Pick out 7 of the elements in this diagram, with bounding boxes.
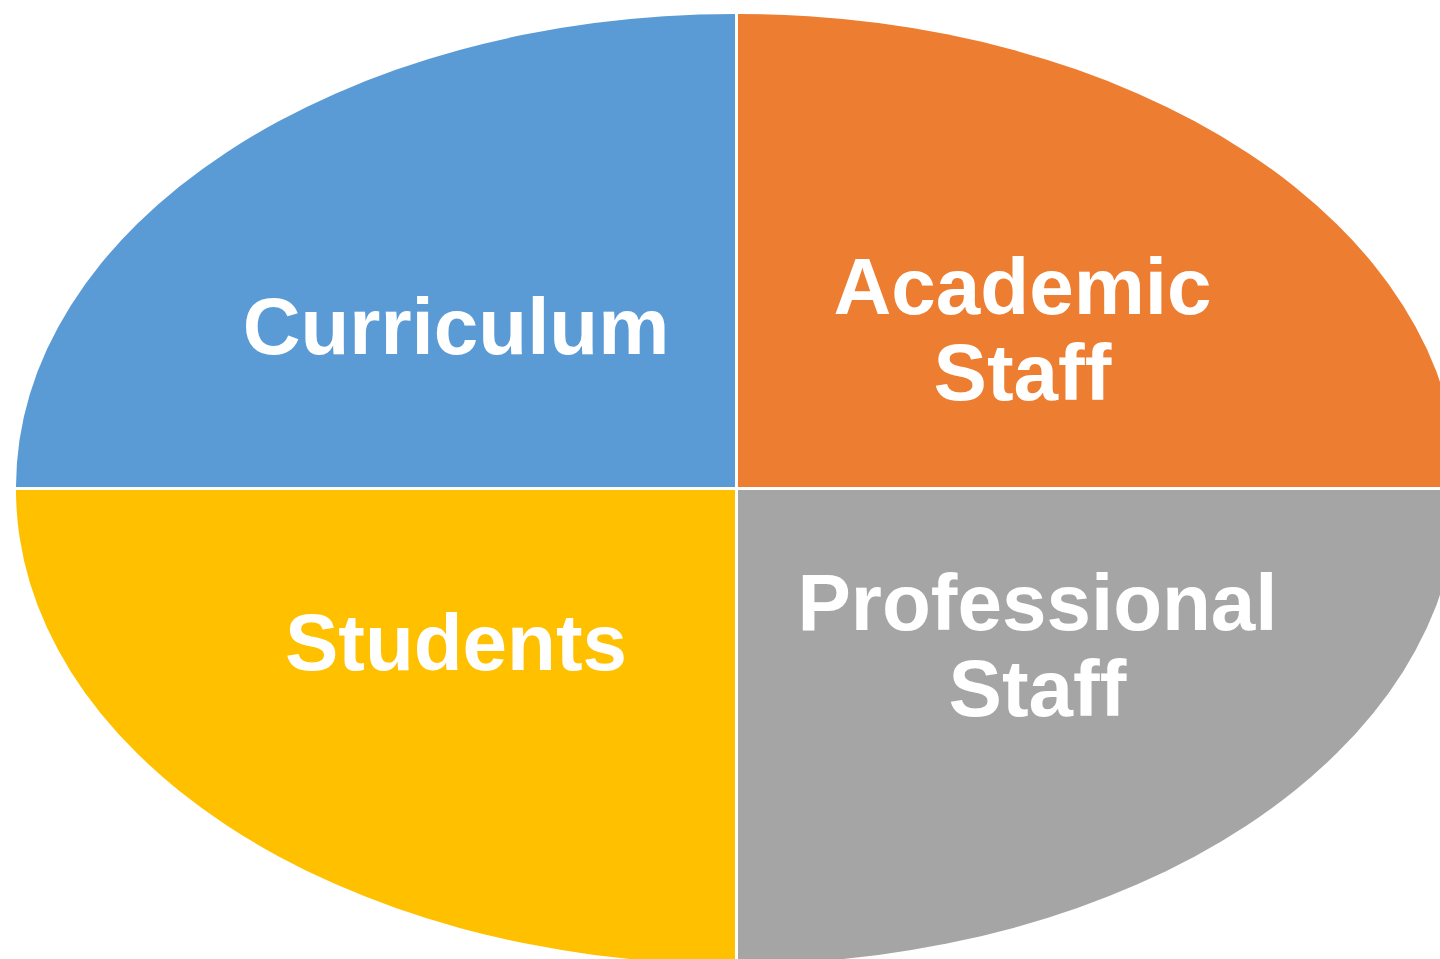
- quadrant-segment: [737, 489, 1440, 959]
- segment-label: Students: [283, 599, 629, 686]
- segment-label: Professional Staff: [796, 559, 1279, 732]
- segment-label: Academic Staff: [832, 244, 1213, 416]
- quadrant-segment: [737, 14, 1440, 487]
- quadrant-segment: [16, 489, 735, 959]
- segment-label: Curriculum: [241, 284, 671, 370]
